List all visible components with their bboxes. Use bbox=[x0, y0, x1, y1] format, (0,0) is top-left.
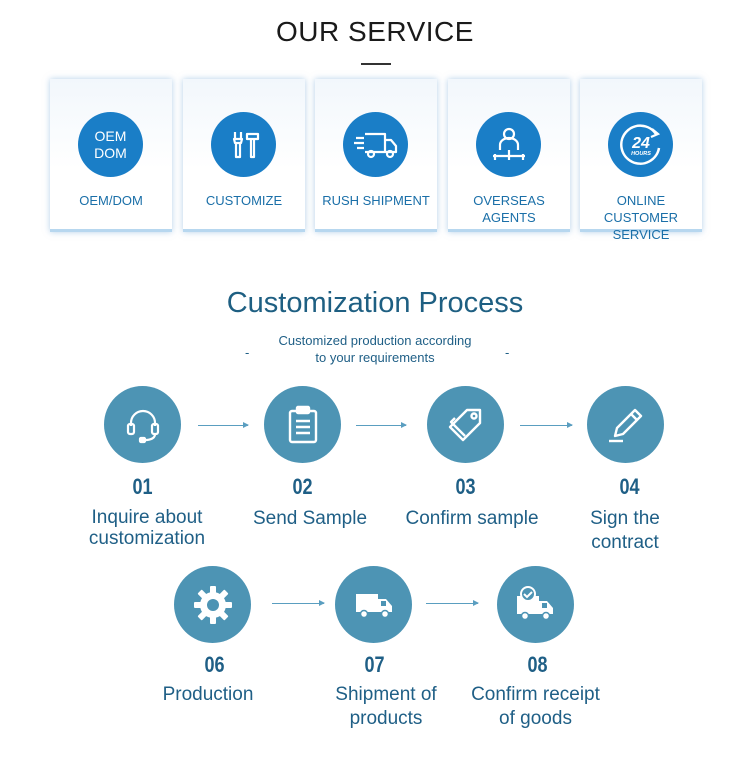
headset-icon bbox=[126, 409, 159, 443]
oem-dom-icon: OEM DOM bbox=[78, 112, 143, 177]
tag-icon bbox=[448, 408, 481, 441]
step-03-circle bbox=[427, 386, 504, 463]
step-08-number: 08 bbox=[527, 652, 548, 677]
step-02-number: 02 bbox=[292, 474, 313, 499]
step-01-label: Inquire about customization bbox=[88, 507, 206, 549]
service-card-online-customer-service[interactable]: 24 HOURS ONLINE CUSTOMER SERVICE bbox=[580, 79, 702, 242]
service-card-customize[interactable]: CUSTOMIZE bbox=[183, 79, 305, 232]
24-hours-number: 24 bbox=[631, 135, 650, 152]
step-06-circle bbox=[174, 566, 251, 643]
step-08-circle bbox=[497, 566, 574, 643]
title-divider bbox=[361, 63, 391, 65]
step-07-label: Shipment of products bbox=[335, 684, 437, 729]
clipboard-icon bbox=[288, 405, 317, 443]
service-card-oem[interactable]: OEM DOM OEM/DOM bbox=[50, 79, 172, 232]
step-02-label: Send Sample bbox=[252, 508, 368, 529]
process-subtitle: Customized production according to your … bbox=[278, 333, 472, 365]
agent-network-icon bbox=[476, 112, 541, 177]
gear-icon bbox=[193, 585, 232, 624]
service-card-label: OVERSEAS AGENTS bbox=[473, 193, 545, 225]
step-04-label: Sign the contract bbox=[590, 508, 660, 553]
arrow-07-08 bbox=[426, 600, 479, 606]
subtitle-dash-right: - bbox=[505, 345, 510, 360]
service-card-overseas-agents[interactable]: OVERSEAS AGENTS bbox=[448, 79, 570, 232]
truck-icon bbox=[355, 593, 392, 618]
step-06-number: 06 bbox=[204, 652, 225, 677]
arrow-02-03 bbox=[356, 422, 407, 428]
step-01-number: 01 bbox=[132, 474, 153, 499]
step-03-number: 03 bbox=[455, 474, 476, 499]
arrow-06-07 bbox=[272, 600, 325, 606]
tools-icon bbox=[211, 112, 276, 177]
24-hours-caption: HOURS bbox=[631, 151, 651, 157]
24-hours-icon: 24 HOURS bbox=[608, 112, 673, 177]
arrow-03-04 bbox=[520, 422, 573, 428]
delivered-truck-icon bbox=[516, 585, 553, 620]
step-01-circle bbox=[104, 386, 181, 463]
step-06-label: Production bbox=[162, 684, 254, 705]
step-02-circle bbox=[264, 386, 341, 463]
arrow-01-02 bbox=[198, 422, 249, 428]
step-04-circle bbox=[587, 386, 664, 463]
subtitle-dash-left: - bbox=[245, 345, 250, 360]
service-card-label: ONLINE CUSTOMER SERVICE bbox=[603, 193, 679, 242]
oem-dom-icon-text: OEM DOM bbox=[94, 127, 127, 161]
service-card-label: CUSTOMIZE bbox=[205, 193, 283, 208]
pen-icon bbox=[608, 408, 642, 442]
service-card-label: OEM/DOM bbox=[79, 193, 143, 208]
service-card-rush-shipment[interactable]: RUSH SHIPMENT bbox=[315, 79, 437, 232]
service-title: OUR SERVICE bbox=[276, 16, 474, 47]
step-04-number: 04 bbox=[619, 474, 640, 499]
step-07-circle bbox=[335, 566, 412, 643]
step-07-number: 07 bbox=[364, 652, 385, 677]
fast-truck-icon bbox=[343, 112, 408, 177]
step-08-label: Confirm receipt of goods bbox=[471, 684, 600, 729]
process-title: Customization Process bbox=[226, 287, 524, 319]
step-03-label: Confirm sample bbox=[405, 508, 539, 529]
service-card-label: RUSH SHIPMENT bbox=[322, 193, 430, 208]
